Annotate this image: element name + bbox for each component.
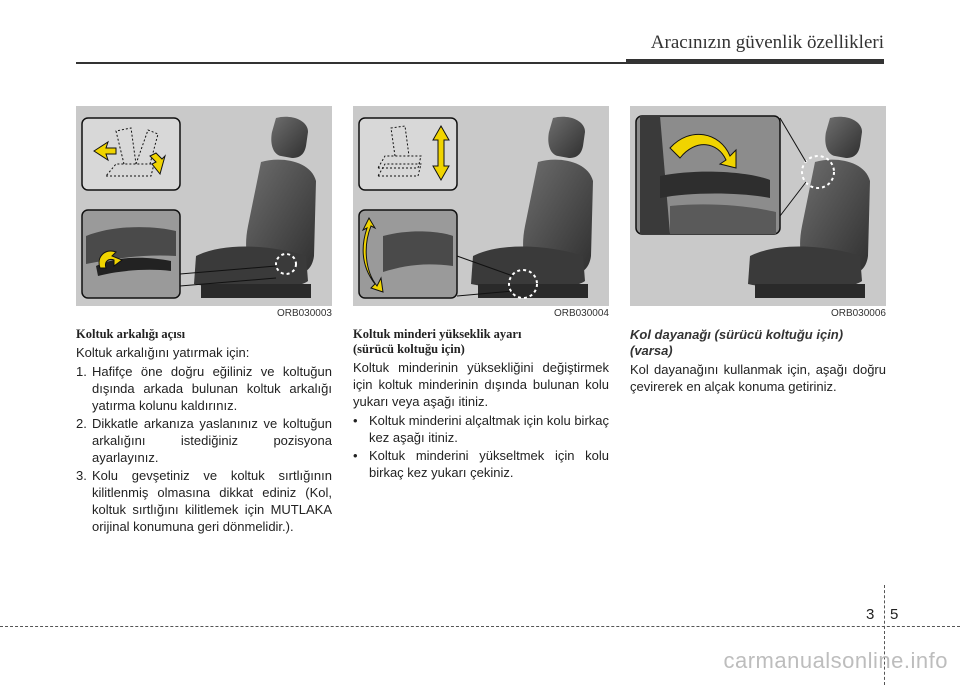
column-seatback-angle: ORB030003 Koltuk arkalığı açısı Koltuk a… — [76, 106, 332, 535]
bullet-list: •Koltuk minderini alçaltmak için kolu bi… — [353, 412, 609, 481]
watermark: carmanualsonline.info — [723, 648, 948, 673]
bullet-item: •Koltuk minderini yükseltmek için kolu b… — [353, 448, 609, 480]
page-number-divider — [884, 585, 885, 685]
section-title: Koltuk minderi yükseklik ayarı (sürücü k… — [353, 327, 522, 356]
figure-code: ORB030006 — [830, 308, 886, 319]
section-title: Koltuk arkalığı açısı — [76, 327, 186, 341]
step-item: 2.Dikkatle arkanıza yaslanınız ve koltuğ… — [76, 416, 332, 465]
intro-text: Kol dayanağını kullanmak için, aşağı doğ… — [630, 362, 886, 394]
cushion-height-figure — [353, 106, 609, 306]
footer-rule — [0, 626, 960, 627]
step-item: 1.Hafifçe öne doğru eğiliniz ve koltuğun… — [76, 364, 332, 413]
header-rule-thick — [626, 59, 884, 64]
column-cushion-height: ORB030004 Koltuk minderi yükseklik ayarı… — [353, 106, 609, 481]
column-armrest: ORB030006 Kol dayanağı (sürücü koltuğu i… — [630, 106, 886, 395]
figure-code: ORB030003 — [276, 308, 332, 319]
figure-code: ORB030004 — [553, 308, 609, 319]
step-item: 3.Kolu gevşetiniz ve koltuk sırtlığının … — [76, 468, 332, 534]
intro-text: Koltuk arkalığını yatırmak için: — [76, 345, 250, 360]
section-title: Kol dayanağı (sürücü koltuğu için) (vars… — [630, 327, 844, 358]
bullet-item: •Koltuk minderini alçaltmak için kolu bi… — [353, 413, 609, 445]
header-rule — [76, 62, 884, 64]
page-number: 5 — [890, 606, 899, 623]
intro-text: Koltuk minderinin yüksekliğini değiştirm… — [353, 360, 609, 409]
step-list: 1.Hafifçe öne doğru eğiliniz ve koltuğun… — [76, 363, 332, 535]
armrest-figure — [630, 106, 886, 306]
chapter-number: 3 — [866, 606, 875, 623]
page-header-title: Aracınızın güvenlik özellikleri — [650, 32, 884, 53]
seatback-recline-figure — [76, 106, 332, 306]
